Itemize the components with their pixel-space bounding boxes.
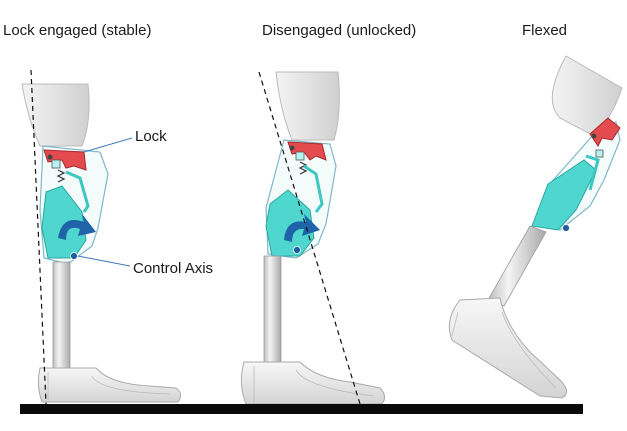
curved-arrow-icon — [284, 214, 320, 242]
panel-title-flexed: Flexed — [522, 22, 568, 39]
leg-locked — [21, 69, 182, 405]
ground-line — [20, 404, 583, 414]
pylon-flexed — [487, 225, 547, 307]
control-axis-pin-locked — [70, 252, 78, 260]
load-line-disengaged — [258, 71, 361, 405]
load-line-locked — [30, 69, 47, 405]
callout-axis-leader — [77, 255, 131, 267]
knee-body-locked — [41, 185, 87, 259]
socket-locked — [21, 83, 90, 147]
control-axis-pin-flexed — [562, 224, 570, 232]
control-axis-pin-disengaged — [293, 246, 301, 254]
lock-disengaged — [287, 141, 327, 161]
knee-body-disengaged — [265, 189, 315, 257]
callout-lock-leader — [83, 137, 133, 153]
curved-arrow-icon — [58, 214, 96, 240]
socket-disengaged — [275, 71, 340, 141]
lock-locked — [43, 149, 87, 171]
lock-flexed — [589, 117, 621, 147]
leg-disengaged — [240, 71, 386, 405]
panel-title-locked: Lock engaged (stable) — [3, 22, 152, 39]
knee-body-flexed — [531, 159, 597, 231]
callout-control-axis-label: Control Axis — [133, 260, 214, 277]
leg-flexed — [448, 55, 623, 399]
callout-lock-label: Lock — [135, 128, 167, 145]
socket-flexed — [551, 55, 623, 137]
panel-title-disengaged: Disengaged (unlocked) — [262, 22, 417, 39]
foot-locked — [37, 367, 182, 403]
pylon-locked — [52, 261, 71, 369]
foot-flexed — [448, 297, 567, 399]
pylon-disengaged — [263, 255, 282, 363]
